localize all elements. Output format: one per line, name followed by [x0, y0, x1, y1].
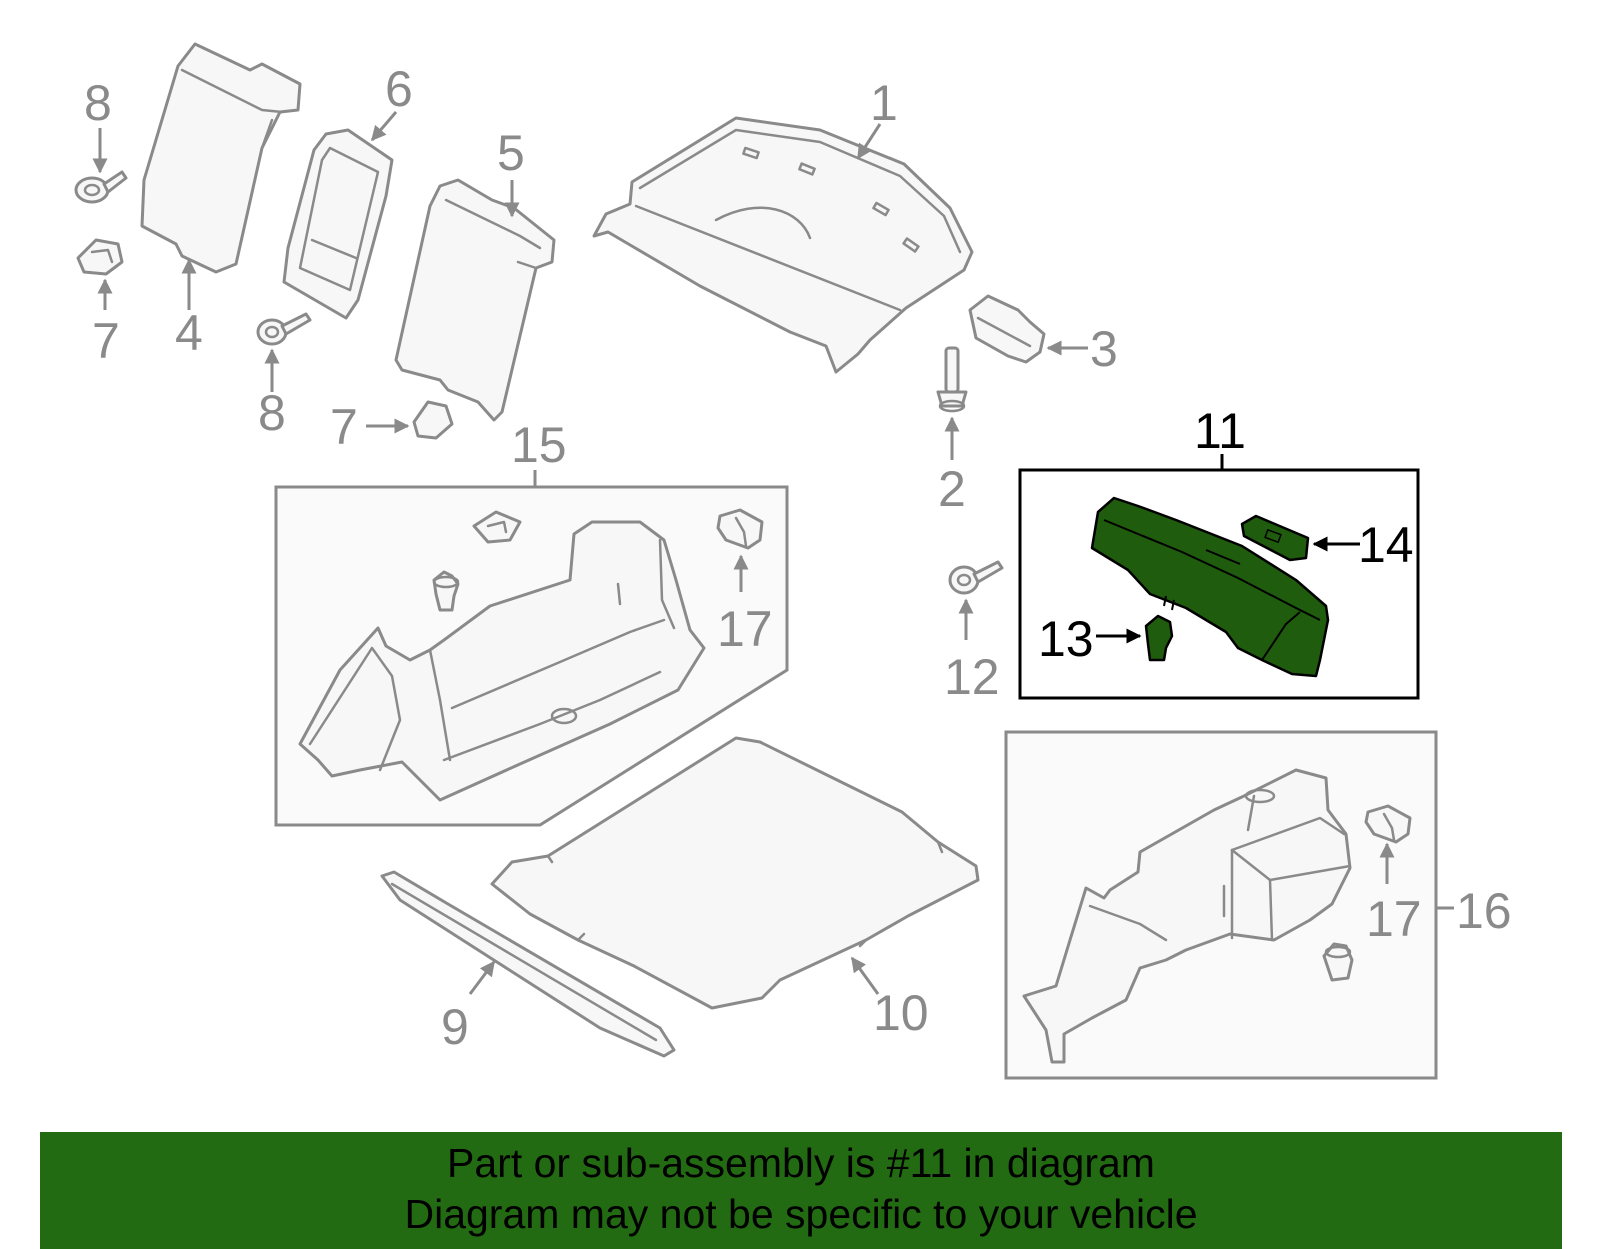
part-1-package-tray[interactable]	[592, 116, 974, 374]
callout-10: 10	[873, 985, 929, 1041]
callout-2: 2	[938, 461, 966, 517]
banner-line-2: Diagram may not be specific to your vehi…	[404, 1191, 1198, 1237]
part-7-clip-lower[interactable]	[412, 400, 454, 440]
callout-7-lower: 7	[330, 399, 358, 455]
callout-5: 5	[497, 125, 525, 181]
part-8-bolt-middle[interactable]	[256, 312, 312, 346]
part-14-bracket-highlighted[interactable]	[1240, 514, 1310, 562]
callout-6: 6	[385, 61, 413, 117]
part-8-bolt-top[interactable]	[74, 170, 128, 204]
callout-3: 3	[1090, 321, 1118, 377]
part-16-push-pin[interactable]	[1322, 942, 1354, 982]
part-6-window-trim[interactable]	[282, 128, 394, 320]
callout-15: 15	[511, 417, 567, 473]
callout-8-top: 8	[84, 75, 112, 131]
part-9-sill-plate[interactable]	[380, 870, 676, 1058]
part-11-trunk-trim-panel-highlighted[interactable]	[1090, 496, 1330, 678]
part-15-clip-square[interactable]	[472, 510, 522, 544]
info-banner: Part or sub-assembly is #11 in diagram D…	[40, 1132, 1562, 1249]
part-3-bracket[interactable]	[968, 294, 1046, 364]
part-17-clip-lower[interactable]	[1364, 804, 1412, 844]
part-10-trunk-floor-mat[interactable]	[490, 736, 980, 1010]
callout-8-middle: 8	[258, 385, 286, 441]
part-5-quarter-trim-panel[interactable]	[394, 178, 556, 422]
part-17-clip-upper[interactable]	[716, 508, 764, 550]
callout-16: 16	[1456, 883, 1512, 939]
part-2-stud[interactable]	[936, 346, 968, 413]
callout-12: 12	[944, 649, 1000, 705]
callout-9: 9	[441, 999, 469, 1055]
callout-17-upper: 17	[717, 601, 773, 657]
banner-line-1: Part or sub-assembly is #11 in diagram	[447, 1140, 1155, 1186]
callout-4: 4	[175, 305, 203, 361]
part-13-push-pin-highlighted[interactable]	[1144, 614, 1174, 662]
callout-13: 13	[1038, 611, 1094, 667]
callout-1: 1	[870, 75, 898, 131]
part-4-quarter-trim-panel[interactable]	[140, 42, 302, 274]
part-12-bolt[interactable]	[948, 560, 1004, 595]
part-15-push-pin[interactable]	[432, 570, 460, 612]
callout-11: 11	[1194, 403, 1246, 459]
callout-17-lower: 17	[1366, 891, 1422, 947]
part-15-trunk-trim-left[interactable]	[298, 520, 706, 802]
part-16-trunk-trim-right[interactable]	[1022, 768, 1352, 1064]
callout-7-left: 7	[92, 313, 120, 369]
callout-14: 14	[1358, 517, 1414, 573]
part-7-clip-left[interactable]	[76, 238, 124, 276]
